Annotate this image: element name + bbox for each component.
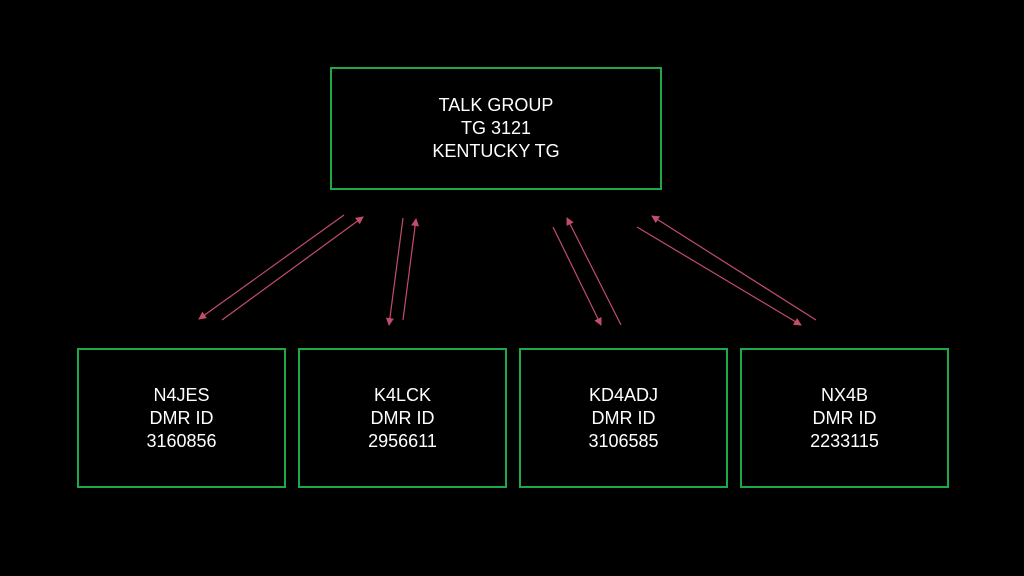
talk-group-title: TALK GROUP [438,95,554,115]
node-box-n4jes: N4JES DMR ID 3160856 [77,348,286,488]
node-callsign: KD4ADJ [588,384,659,405]
node-dmr-id: 2233115 [810,430,879,451]
talk-group-number: TG 3121 [460,118,532,138]
node-id-label: DMR ID [591,407,656,428]
node-dmr-id: 3106585 [588,430,659,451]
arrow-tg-to-nx4b [636,226,802,326]
node-id-label: DMR ID [149,407,214,428]
node-dmr-id: 2956611 [368,430,437,451]
node-box-nx4b: NX4B DMR ID 2233115 [740,348,949,488]
arrow-tg-to-n4jes [198,214,345,320]
arrow-kd4adj-to-tg [566,217,622,326]
node-box-k4lck: K4LCK DMR ID 2956611 [298,348,507,488]
talk-group-box: TALK GROUP TG 3121 KENTUCKY TG [330,67,662,190]
arrow-nx4b-to-tg [651,215,817,321]
node-callsign: NX4B [820,384,869,405]
arrow-n4jes-to-tg [221,216,364,321]
talk-group-name: KENTUCKY TG [432,141,560,161]
node-box-kd4adj: KD4ADJ DMR ID 3106585 [519,348,728,488]
arrow-k4lck-to-tg [402,218,420,321]
arrow-tg-to-k4lck [385,217,404,326]
node-callsign: N4JES [153,384,210,405]
node-id-label: DMR ID [812,407,877,428]
arrow-tg-to-kd4adj [552,226,602,326]
node-id-label: DMR ID [370,407,435,428]
node-dmr-id: 3160856 [146,430,217,451]
node-callsign: K4LCK [373,384,432,405]
